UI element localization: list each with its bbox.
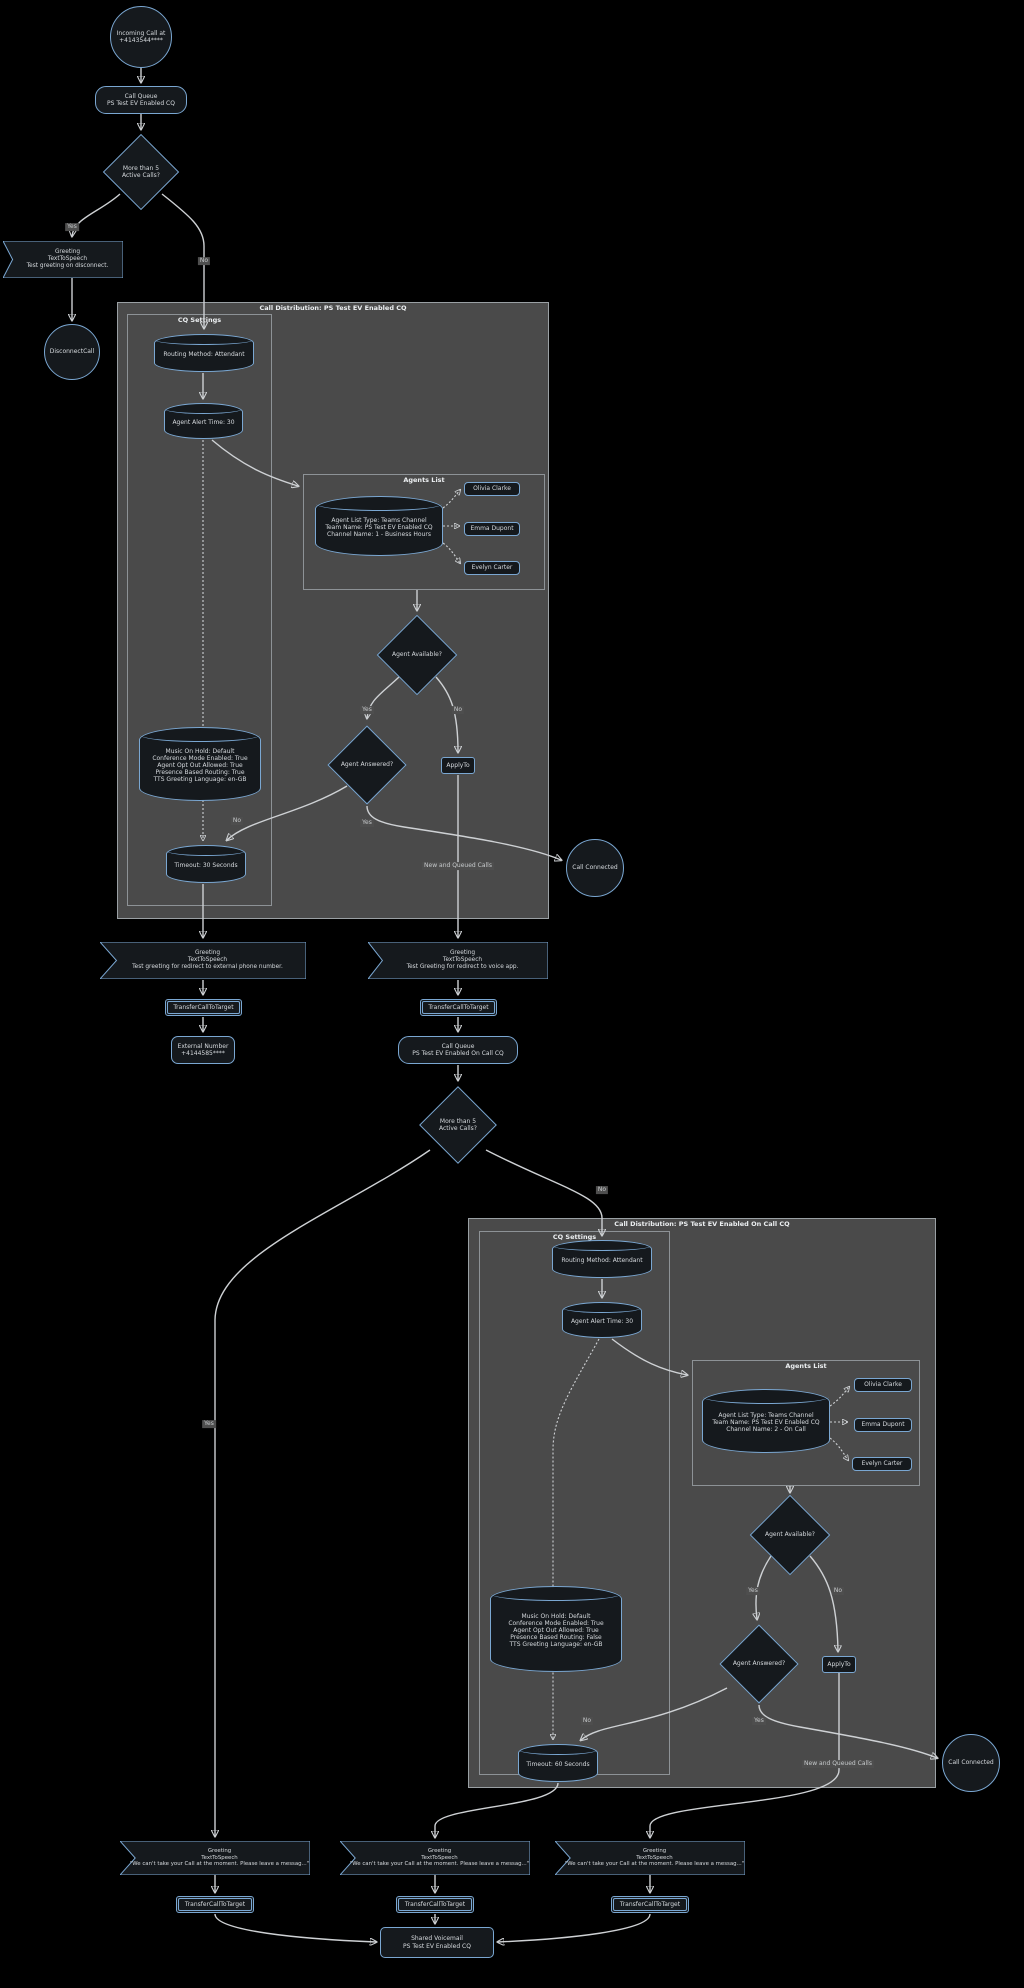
node-applyto-1: ApplyTo [441, 757, 475, 774]
node-external-number: External Number+4144585**** [171, 1036, 235, 1064]
edge-label-yes: Yes [360, 819, 374, 827]
node-agent-evelyn-carter-1: Evelyn Carter [464, 561, 520, 575]
cluster-title-call-distribution-1: Call Distribution: PS Test EV Enabled CQ [259, 304, 407, 312]
node-agent-emma-dupont-1: Emma Dupont [464, 522, 520, 536]
cluster-title-cq-settings-2: CQ Settings [552, 1233, 597, 1241]
edge-label-yes: Yes [202, 1420, 216, 1428]
cluster-title-call-distribution-2: Call Distribution: PS Test EV Enabled On… [614, 1220, 790, 1228]
node-transfer-call-voicemail-c: TransferCallToTarget [611, 1896, 689, 1913]
node-disconnect-call: DisconnectCall [44, 324, 100, 380]
decision-agent-available-2: Agent Available? [749, 1494, 831, 1576]
node-timeout-1: Timeout: 30 Seconds [166, 845, 246, 883]
edge-label-yes: Yes [65, 223, 79, 231]
node-agent-emma-dupont-2: Emma Dupont [854, 1418, 912, 1432]
node-transfer-call-external: TransferCallToTarget [165, 999, 242, 1016]
flag-shape [3, 241, 123, 278]
node-agent-olivia-clarke-2: Olivia Clarke [854, 1378, 912, 1392]
edge-label-no: No [197, 257, 211, 265]
node-transfer-call-voicemail-a: TransferCallToTarget [176, 1896, 254, 1913]
edge-label-no: No [230, 817, 244, 825]
node-agent-alert-time-1: Agent Alert Time: 30 [164, 403, 243, 439]
cluster-title-agents-list-2: Agents List [785, 1362, 827, 1370]
edge-tct-a-to-voicemail [214, 1913, 376, 1942]
node-call-connected-1: Call Connected [566, 839, 624, 897]
flag-shape [368, 942, 548, 979]
cluster-agents-list-2: Agents List [692, 1360, 920, 1486]
node-incoming-call: Incoming Call at+4143544**** [110, 6, 172, 68]
edge-label-no: No [580, 1717, 594, 1725]
edge-label-new-and-queued-calls: New and Queued Calls [802, 1760, 874, 1768]
node-transfer-call-voice-app: TransferCallToTarget [420, 999, 497, 1016]
edge-label-new-and-queued-calls: New and Queued Calls [422, 862, 494, 870]
cluster-agents-list-1: Agents List [303, 474, 545, 590]
edge-label-no: No [451, 706, 465, 714]
flag-shape [100, 942, 306, 979]
node-call-connected-2: Call Connected [942, 1734, 1000, 1792]
edge-label-yes: Yes [752, 1717, 766, 1725]
flag-shape [555, 1841, 745, 1875]
decision-agent-answered-2: Agent Answered? [719, 1624, 799, 1704]
node-agent-evelyn-carter-2: Evelyn Carter [852, 1457, 912, 1471]
node-agent-alert-time-2: Agent Alert Time: 30 [562, 1302, 642, 1338]
edge-more2-yes [215, 1149, 431, 1836]
decision-agent-answered-1: Agent Answered? [327, 725, 407, 805]
edge-label-yes: Yes [360, 706, 374, 714]
cluster-title-agents-list-1: Agents List [403, 476, 445, 484]
node-agent-olivia-clarke-1: Olivia Clarke [464, 482, 520, 496]
decision-agent-available-1: Agent Available? [376, 614, 458, 696]
node-applyto-2: ApplyTo [822, 1656, 856, 1673]
edge-label-yes: Yes [746, 1587, 760, 1595]
cluster-title-cq-settings-1: CQ Settings [177, 316, 222, 324]
edge-timeout2-to-greet-vm-b [435, 1782, 559, 1837]
node-routing-method-2: Routing Method: Attendant [552, 1240, 652, 1278]
node-timeout-2: Timeout: 60 Seconds [518, 1744, 598, 1782]
flag-shape [120, 1841, 310, 1875]
edge-tct-c-to-voicemail [498, 1913, 651, 1942]
edge-label-no: No [831, 1587, 845, 1595]
node-routing-method-1: Routing Method: Attendant [154, 334, 254, 372]
edge-label-no: No [595, 1186, 609, 1194]
flag-shape [340, 1841, 530, 1875]
node-transfer-call-voicemail-b: TransferCallToTarget [396, 1896, 474, 1913]
